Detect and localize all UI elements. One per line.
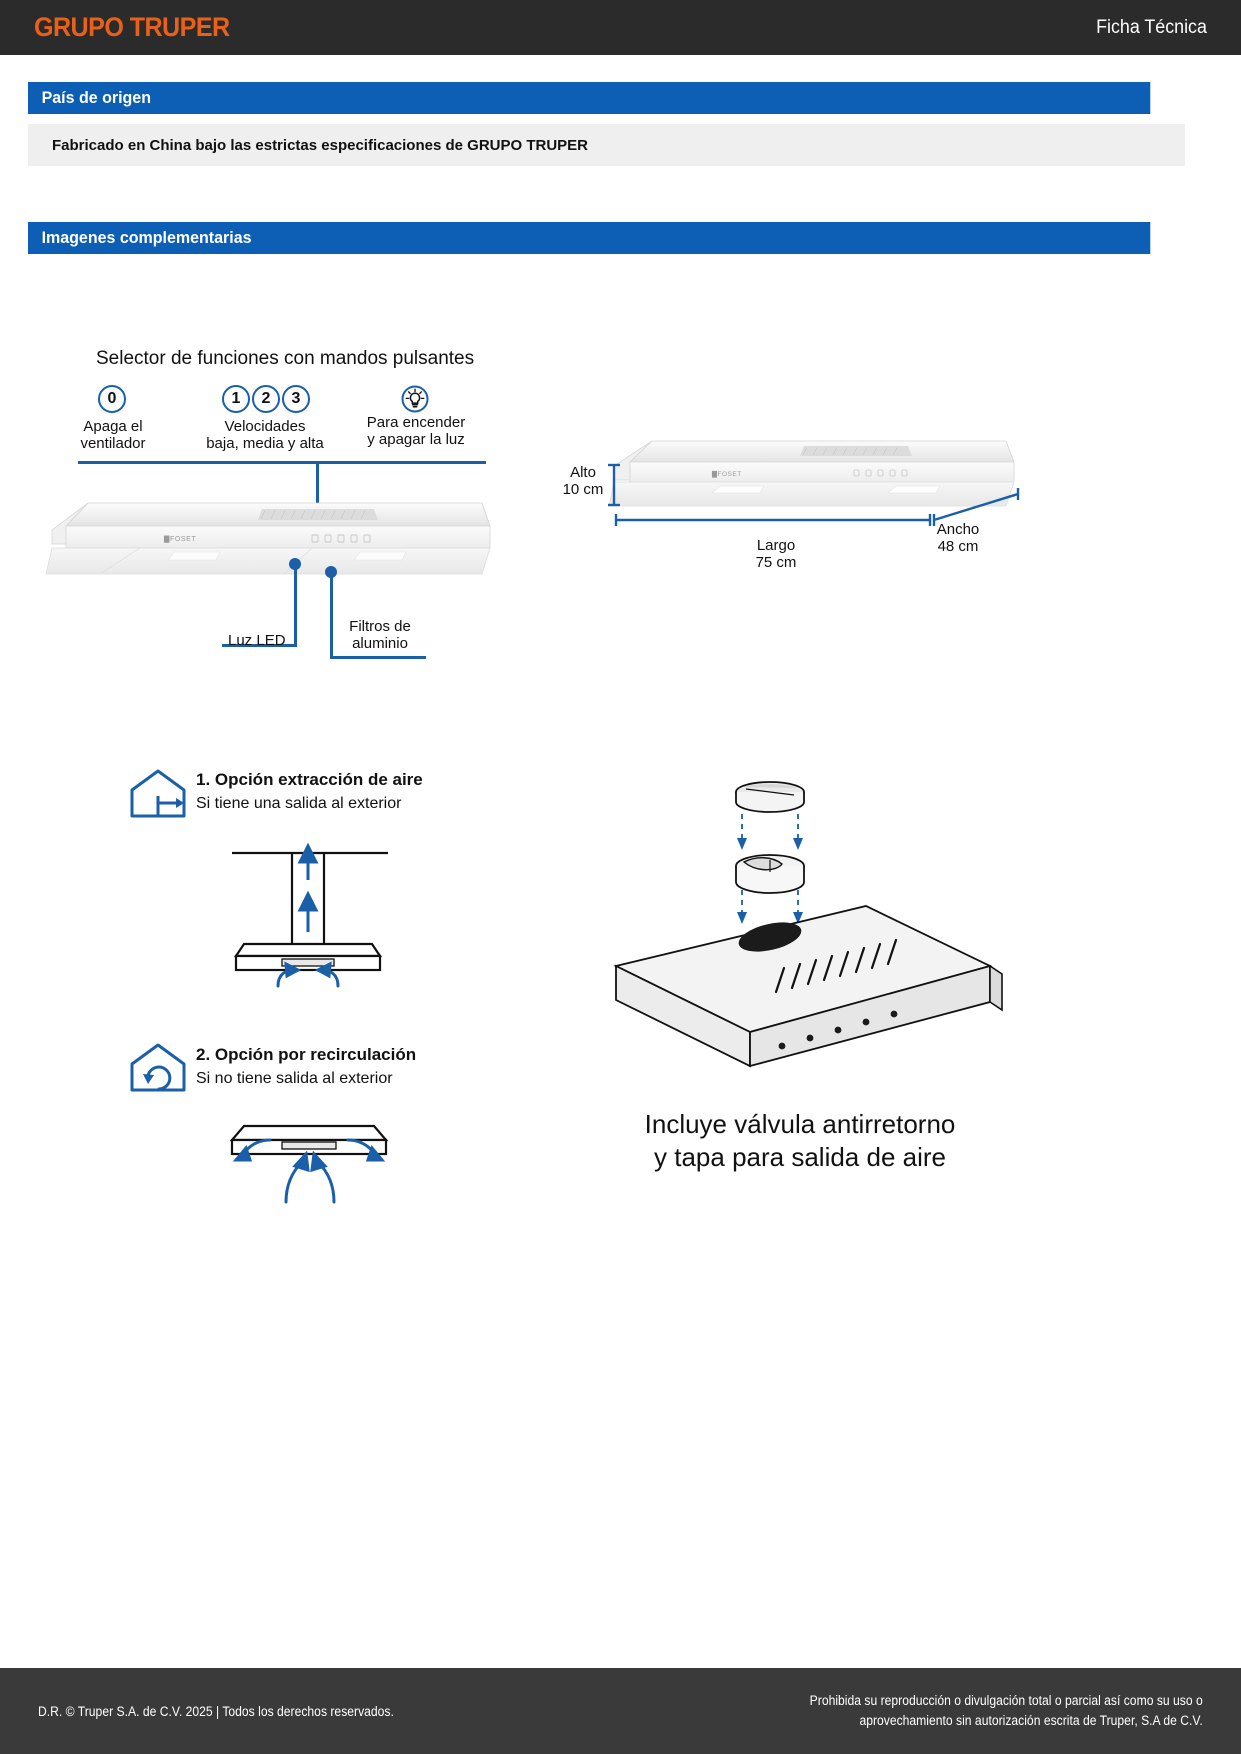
range-hood-dimensions-illustration: ▇FOSET [608,440,1015,507]
dimension-length-label: Largo 75 cm [755,537,797,572]
install-option1-subtitle: Si tiene una salida al exterior [196,795,402,812]
page-footer: D.R. © Truper S.A. de C.V. 2025 | Todos … [0,1668,1241,1754]
document-type-label: Ficha Técnica [1096,16,1207,38]
house-recirculation-icon [130,1043,186,1092]
svg-text:▇FOSET: ▇FOSET [711,470,742,478]
light-button[interactable] [401,385,429,413]
brand-logo: GRUPO TRUPER [34,12,230,42]
callout-rule-led [222,644,297,647]
product-brand-mark: ▇FOSET [163,535,196,543]
dimension-width-label: Ancho 48 cm [936,521,980,556]
page-header: GRUPO TRUPER Ficha Técnica [0,0,1241,55]
house-exterior-vent-icon [130,769,186,818]
duct-extraction-diagram [232,842,388,988]
callout-leader-led [294,564,297,646]
callout-label-led: Luz LED [228,632,286,649]
section-header-origin: País de origen [28,82,1151,114]
install-option2-title: 2. Opción por recirculación [196,1045,417,1064]
dimension-height-bracket [608,463,620,507]
callout-leader-filters [330,572,333,658]
dimension-width-bracket [932,488,1020,526]
legal-notice: Prohibida su reproducción o divulgación … [809,1693,1203,1728]
callout-rule-filters [330,656,426,659]
speeds-label: Velocidades baja, media y alta [206,418,324,453]
off-button-label: Apaga el ventilador [80,418,146,453]
install-option2-subtitle: Si no tiene salida al exterior [196,1070,393,1087]
speed-2-button[interactable]: 2 [252,385,280,413]
recirculation-diagram [229,1124,389,1204]
controls-diagram-title: Selector de funciones con mandos pulsant… [96,348,475,369]
off-button[interactable]: 0 [98,385,126,413]
section-header-images: Imagenes complementarias [28,222,1151,254]
section-body-origin: Fabricado en China bajo las estrictas es… [28,124,1185,166]
light-label: Para encender y apagar la luz [366,414,466,449]
install-option1-title: 1. Opción extracción de aire [196,770,423,789]
valve-and-hood-illustration [613,781,1003,1068]
speed-3-button[interactable]: 3 [282,385,310,413]
copyright-text: D.R. © Truper S.A. de C.V. 2025 | Todos … [38,1703,394,1719]
dimension-height-label: Alto 10 cm [562,464,604,499]
range-hood-front-illustration: ▇FOSET [45,502,491,575]
callout-label-filters: Filtros de aluminio [349,618,411,653]
dimension-length-bracket [614,514,932,526]
callout-rule [78,461,486,464]
speed-1-button[interactable]: 1 [222,385,250,413]
valve-caption: Incluye válvula antirretorno y tapa para… [644,1109,956,1172]
